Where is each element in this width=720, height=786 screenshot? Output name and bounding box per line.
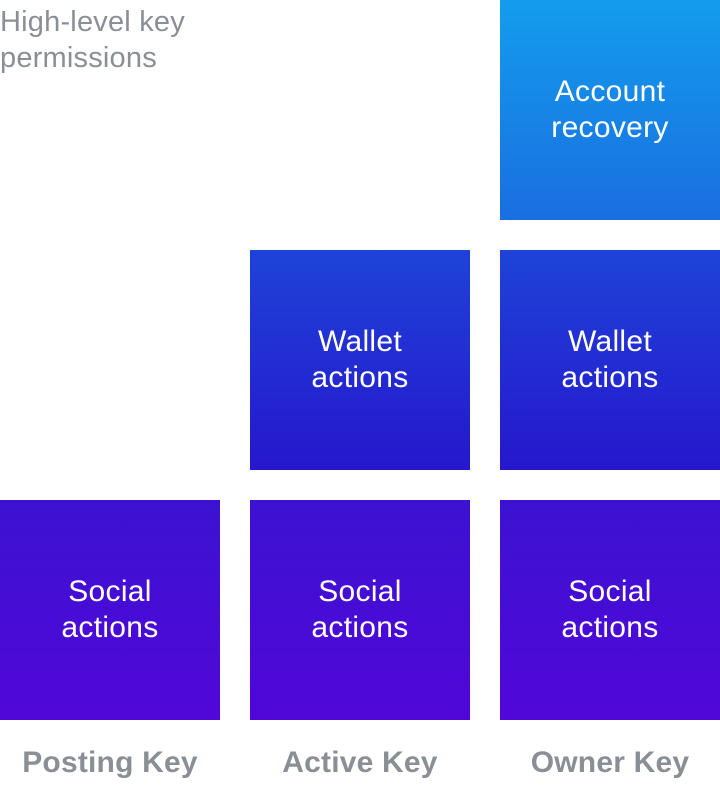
posting-key-label: Posting Key — [22, 746, 198, 779]
active-social-actions-tile: Social actions — [250, 500, 470, 720]
active-wallet-actions-tile: Wallet actions — [250, 250, 470, 470]
owner-social-actions-tile: Social actions — [500, 500, 720, 720]
owner-wallet-actions-tile: Wallet actions — [500, 250, 720, 470]
owner-wallet-actions-label: Wallet actions — [561, 325, 659, 394]
active-wallet-actions-label: Wallet actions — [311, 325, 409, 394]
posting-social-actions-tile: Social actions — [0, 500, 220, 720]
owner-account-recovery-tile: Account recovery — [500, 0, 720, 220]
diagram-title: High-level key permissions — [0, 4, 240, 76]
active-key-label: Active Key — [282, 746, 438, 779]
diagram-title-text: High-level key permissions — [0, 6, 185, 74]
owner-social-actions-label: Social actions — [561, 575, 659, 644]
owner-key-label: Owner Key — [530, 746, 690, 779]
posting-social-actions-label: Social actions — [61, 575, 159, 644]
active-social-actions-label: Social actions — [311, 575, 409, 644]
owner-account-recovery-label: Account recovery — [551, 75, 669, 144]
